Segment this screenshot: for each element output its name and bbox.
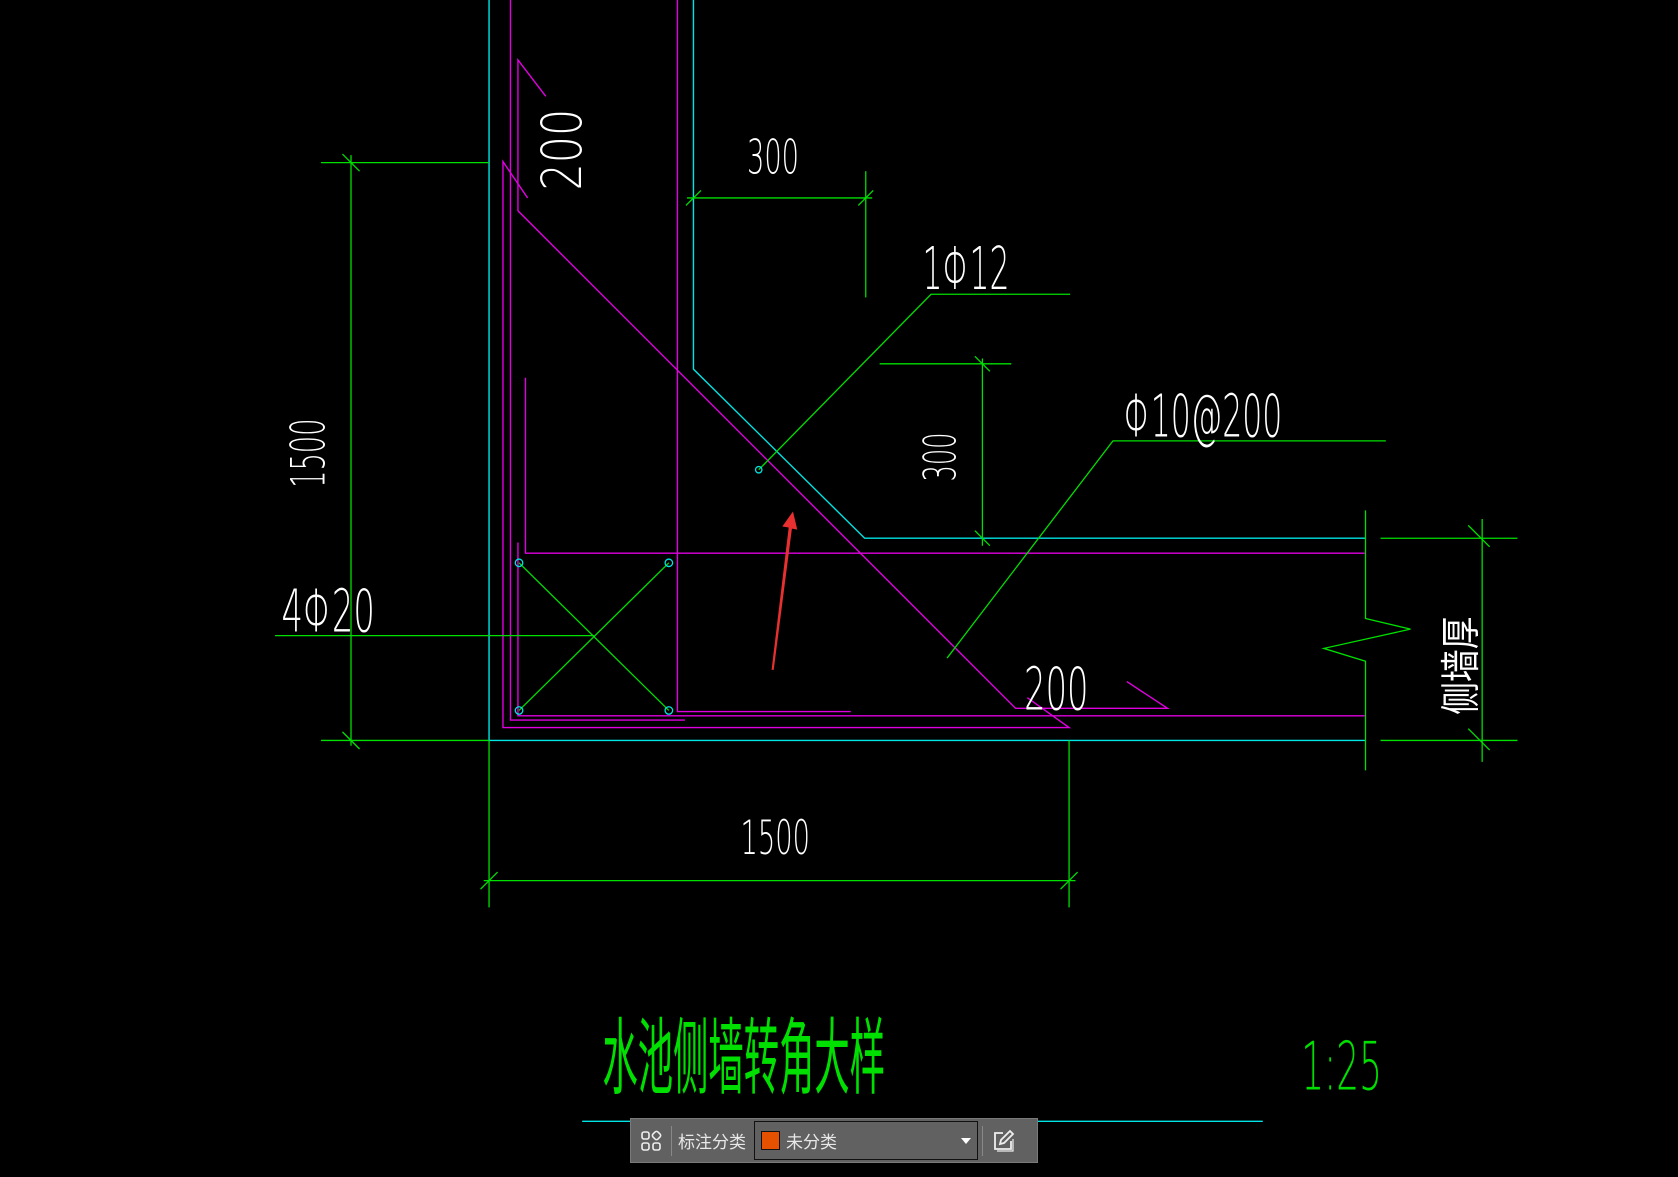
label-wall-thickness: 侧墙厚 <box>1437 617 1484 715</box>
annotation-category-toolbar: 标注分类 未分类 <box>630 1118 1038 1163</box>
break-line <box>1321 510 1411 771</box>
category-label: 标注分类 <box>678 1133 746 1153</box>
leader-1phi12 <box>758 293 1071 471</box>
rebar-magenta <box>502 0 1366 729</box>
dim-bottom-hook: 200 <box>1024 657 1088 724</box>
rebar-points <box>514 465 763 715</box>
label-corner-main-bars: 4Φ20 <box>281 579 374 646</box>
drawing-title: 水池侧墙转角大样 <box>602 1012 885 1108</box>
leader-phi10 <box>946 440 1386 659</box>
drawing-scale: 1:25 <box>1301 1027 1382 1105</box>
edit-icon[interactable] <box>983 1119 1023 1162</box>
chevron-down-icon <box>961 1137 971 1144</box>
category-select[interactable]: 未分类 <box>754 1121 978 1160</box>
divider <box>982 1125 983 1156</box>
category-color-swatch <box>761 1131 780 1150</box>
dim-right-offset: 300 <box>914 432 967 481</box>
red-arrow-icon <box>771 511 798 670</box>
dimension-lines-green <box>275 153 1518 908</box>
category-selected-value: 未分类 <box>786 1133 837 1153</box>
dim-bottom-width: 1500 <box>741 811 810 866</box>
grid-shapes-icon[interactable] <box>631 1119 671 1162</box>
label-stirrup: Φ10@200 <box>1124 383 1283 451</box>
dim-top-hook: 200 <box>530 109 595 191</box>
label-corner-bar: 1Φ12 <box>922 235 1009 303</box>
wall-outline-cyan <box>488 0 1366 1123</box>
dim-top-offset: 300 <box>747 130 799 185</box>
divider <box>671 1125 672 1156</box>
dim-left-height: 1500 <box>281 418 336 487</box>
